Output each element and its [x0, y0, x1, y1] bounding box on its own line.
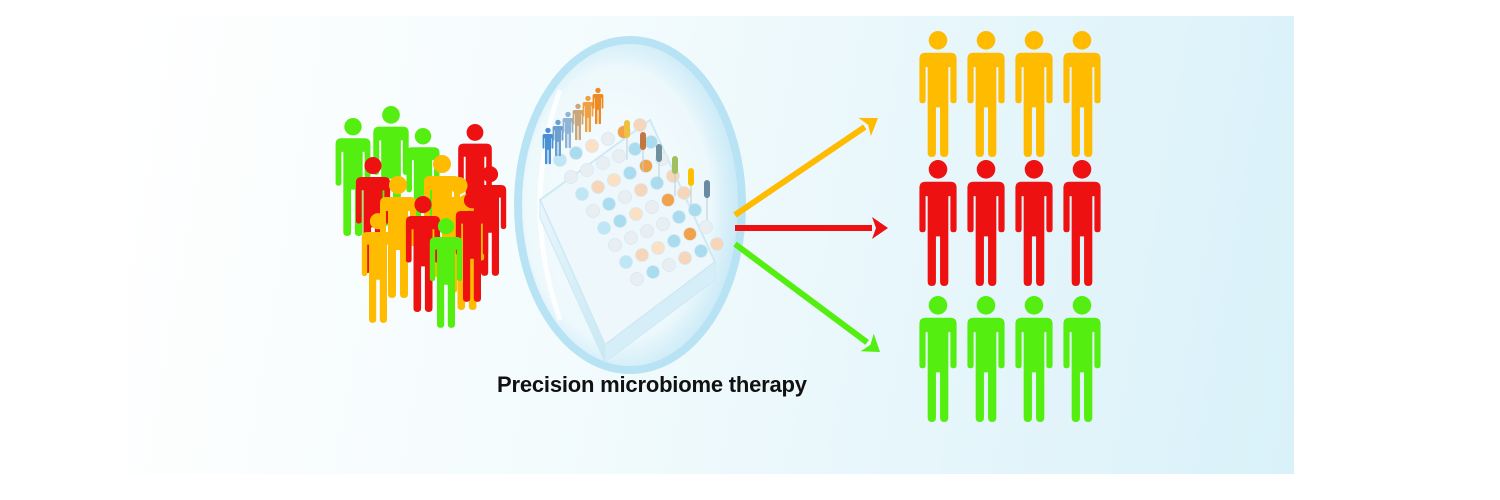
plate-well	[585, 139, 599, 153]
person-icon	[1015, 31, 1053, 157]
plate-well	[607, 173, 621, 187]
arrow-icon	[735, 217, 888, 239]
plate-well	[602, 197, 616, 211]
person-icon	[1063, 160, 1101, 286]
plate-well	[635, 248, 649, 262]
plate-well	[651, 241, 665, 255]
plate-well	[694, 244, 708, 258]
plate-well	[586, 204, 600, 218]
plate-well	[710, 237, 724, 251]
plate-well	[650, 176, 664, 190]
plate-well	[646, 265, 660, 279]
plate-well	[618, 190, 632, 204]
arrow-icon	[733, 241, 880, 352]
outcome-group-red	[919, 160, 1101, 286]
outcome-group-green	[919, 296, 1101, 422]
plate-well	[612, 149, 626, 163]
plate-well	[591, 180, 605, 194]
plate-well	[628, 142, 642, 156]
person-icon	[1063, 296, 1101, 422]
plate-well	[596, 156, 610, 170]
plate-well	[629, 207, 643, 221]
diagram-caption: Precision microbiome therapy	[497, 372, 807, 397]
vial-icon	[672, 156, 678, 174]
plate-well	[634, 183, 648, 197]
plate-well	[608, 238, 622, 252]
vial-icon	[624, 120, 630, 138]
person-icon	[919, 31, 957, 157]
person-icon	[919, 296, 957, 422]
person-icon	[1015, 160, 1053, 286]
multiwell-plate-icon	[538, 87, 724, 363]
plate-well	[656, 217, 670, 231]
person-icon	[967, 296, 1005, 422]
plate-well	[644, 135, 658, 149]
vial-icon	[704, 180, 710, 198]
stratified-outcome-groups	[919, 31, 1101, 422]
person-icon	[967, 31, 1005, 157]
plate-well	[623, 166, 637, 180]
plate-well	[619, 255, 633, 269]
plate-well	[569, 146, 583, 160]
person-icon	[1063, 31, 1101, 157]
plate-well	[640, 224, 654, 238]
person-icon	[967, 160, 1005, 286]
plate-well	[601, 132, 615, 146]
plate-well	[688, 203, 702, 217]
plate-well	[564, 170, 578, 184]
vial-icon	[688, 168, 694, 186]
vial-icon	[656, 144, 662, 162]
plate-well	[575, 187, 589, 201]
plate-well	[661, 193, 675, 207]
outcome-arrows	[733, 117, 888, 352]
person-icon	[1015, 296, 1053, 422]
plate-well	[699, 220, 713, 234]
plate-well	[645, 200, 659, 214]
plate-side-right	[604, 260, 716, 363]
mixed-patient-crowd	[335, 106, 507, 328]
plate-well	[677, 186, 691, 200]
plate-well	[580, 163, 594, 177]
plate-well	[667, 234, 681, 248]
vial-icon	[640, 132, 646, 150]
arrow-icon	[733, 117, 878, 218]
plate-well	[597, 221, 611, 235]
plate-well	[672, 210, 686, 224]
plate-well	[678, 251, 692, 265]
plate-well	[683, 227, 697, 241]
plate-well	[630, 272, 644, 286]
plate-well	[633, 118, 647, 132]
plate-well	[662, 258, 676, 272]
outcome-group-yellow	[919, 31, 1101, 157]
plate-well	[639, 159, 653, 173]
plate-well	[624, 231, 638, 245]
person-icon	[919, 160, 957, 286]
plate-well	[613, 214, 627, 228]
